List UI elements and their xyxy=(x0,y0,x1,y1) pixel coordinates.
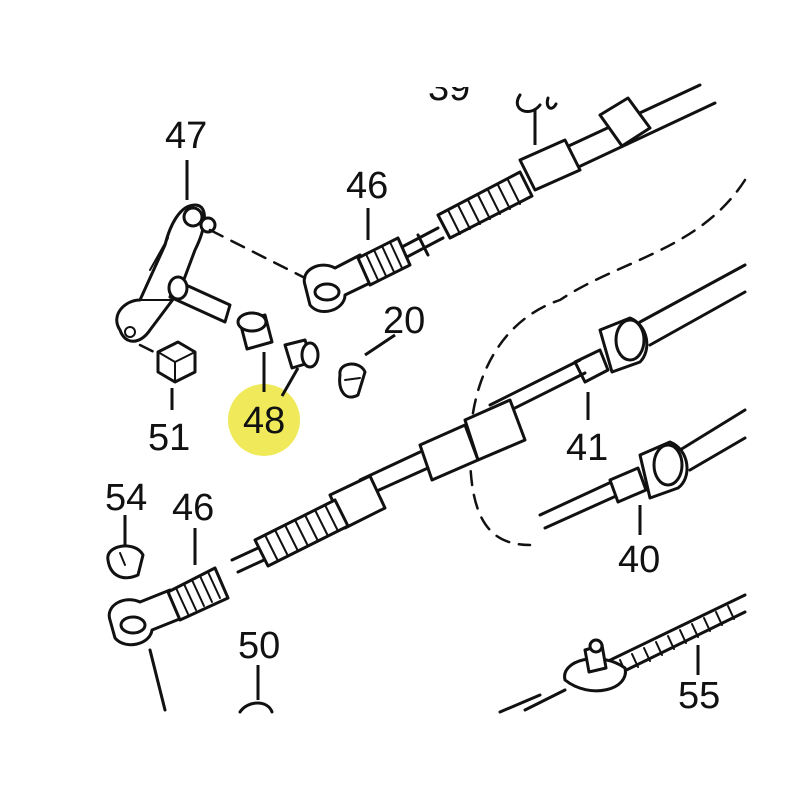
label-46-top: 46 xyxy=(346,165,388,207)
upper-cable-assembly xyxy=(302,83,717,313)
label-40: 40 xyxy=(618,539,660,581)
nut-51 xyxy=(156,340,197,384)
part-50-stub xyxy=(238,701,274,714)
label-20: 20 xyxy=(383,300,425,342)
highlight-48 xyxy=(228,384,300,456)
top-crop-mask xyxy=(420,60,480,87)
label-51: 51 xyxy=(148,417,190,459)
label-46-bottom: 46 xyxy=(172,487,214,529)
label-41: 41 xyxy=(566,427,608,469)
label-47: 47 xyxy=(165,115,207,157)
leader-48b xyxy=(280,367,300,397)
lower-eyelet-assembly xyxy=(107,566,230,712)
lower-cable-40 xyxy=(538,408,747,530)
clip-20 xyxy=(338,362,367,399)
part-55-assembly xyxy=(498,593,747,714)
label-54: 54 xyxy=(105,477,147,519)
label-48: 48 xyxy=(243,400,285,442)
middle-cable-assembly xyxy=(230,178,747,574)
lever-assembly xyxy=(115,203,307,357)
clip-54 xyxy=(106,544,145,580)
label-50: 50 xyxy=(238,625,280,667)
label-55: 55 xyxy=(678,675,720,717)
leader-20 xyxy=(364,333,396,357)
bushing-48 xyxy=(236,311,320,370)
